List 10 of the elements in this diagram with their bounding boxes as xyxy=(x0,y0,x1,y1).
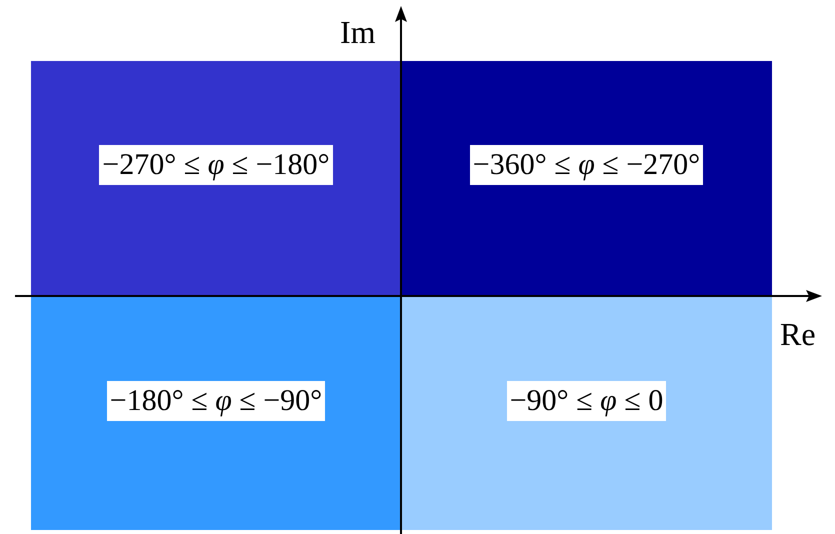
phase-range-label: −180° ≤ φ ≤ −90° xyxy=(106,381,326,421)
phase-range-label: −270° ≤ φ ≤ −180° xyxy=(99,144,333,184)
axis-label: Re xyxy=(780,318,816,350)
phase-range-label: −90° ≤ φ ≤ 0 xyxy=(506,381,666,421)
quadrant-region xyxy=(401,61,772,296)
quadrant-region xyxy=(31,61,401,296)
quadrant-region xyxy=(401,296,772,530)
quadrant-region xyxy=(31,296,401,530)
phase-range-label: −360° ≤ φ ≤ −270° xyxy=(470,144,704,184)
axis-label: Im xyxy=(340,16,376,48)
